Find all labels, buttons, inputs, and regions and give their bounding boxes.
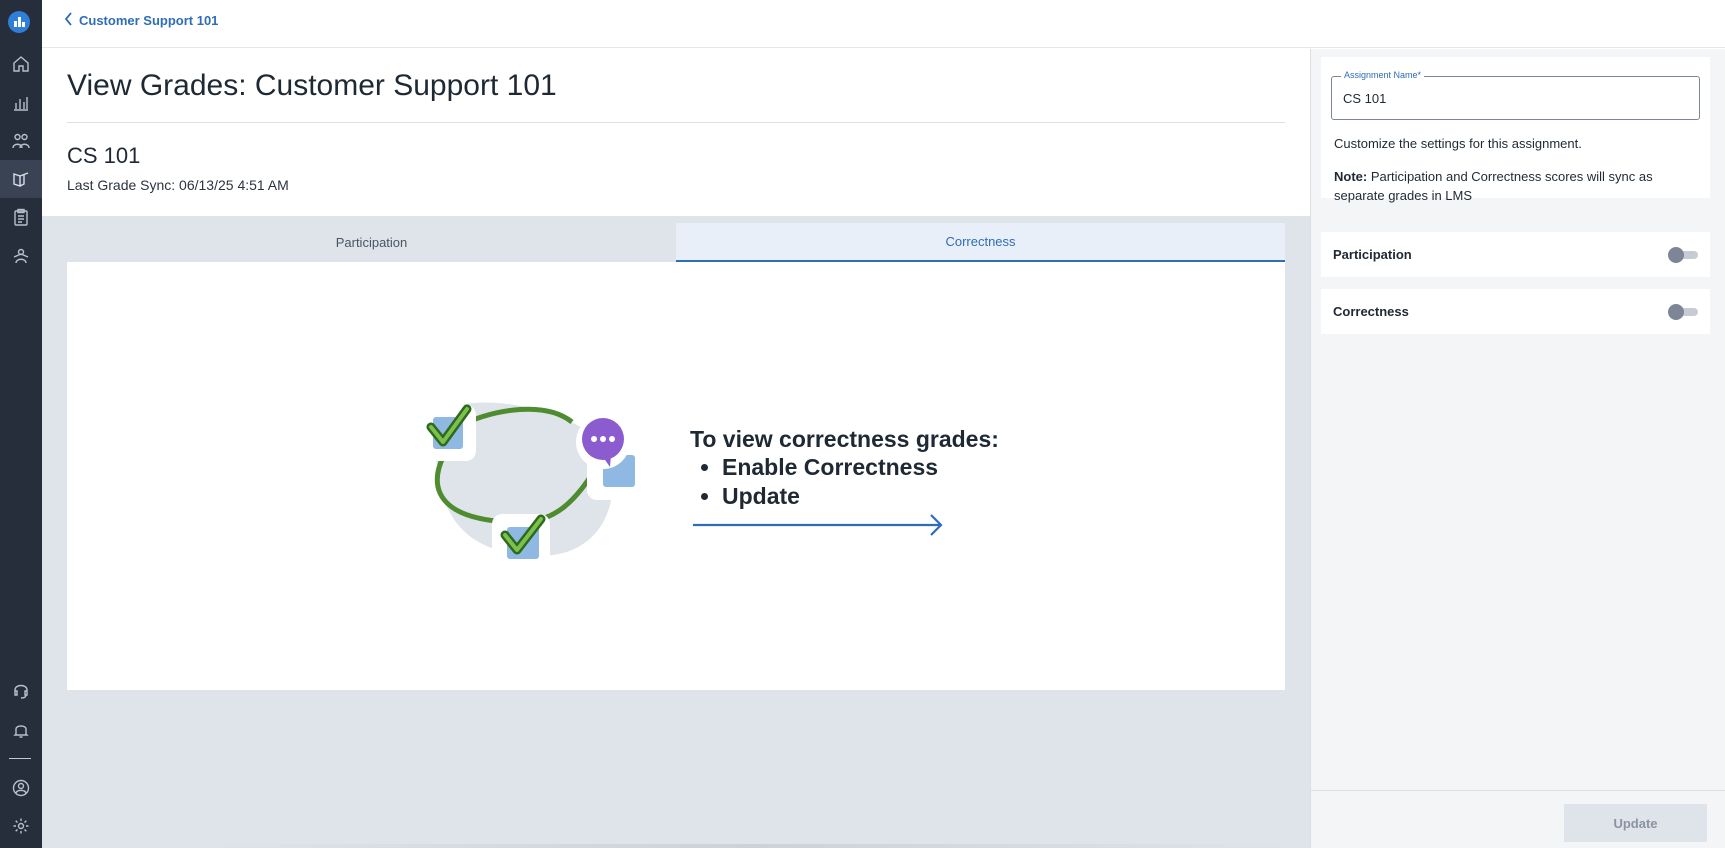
account-icon[interactable] [0, 769, 42, 807]
toggle-track [1672, 307, 1698, 316]
settings-note: Note: Participation and Correctness scor… [1334, 167, 1684, 205]
toggle-knob [1668, 246, 1684, 263]
notifications-icon[interactable] [0, 711, 42, 749]
settings-description: Customize the settings for this assignme… [1334, 136, 1582, 151]
top-bar: Customer Support 101 [42, 0, 1725, 48]
correctness-toggle-row: Correctness [1321, 289, 1710, 334]
assignment-settings-card: Assignment Name* [1321, 57, 1710, 198]
page-title: View Grades: Customer Support 101 [67, 69, 557, 102]
correctness-empty-state: To view correctness grades: Enable Corre… [67, 262, 1285, 690]
scroll-shadow [202, 844, 1302, 848]
participation-toggle-card: Participation [1321, 232, 1710, 277]
rail-divider [9, 758, 31, 759]
tab-participation[interactable]: Participation [67, 223, 676, 262]
correctness-toggle[interactable] [1668, 303, 1698, 320]
instructions: To view correctness grades: Enable Corre… [690, 426, 999, 511]
page-header: View Grades: Customer Support 101 CS 101… [42, 49, 1310, 216]
courseware-icon[interactable] [0, 160, 42, 198]
grade-tabs: Participation Correctness [67, 223, 1285, 262]
chevron-left-icon [64, 12, 73, 29]
home-icon[interactable] [0, 45, 42, 83]
assignment-settings-panel: Assignment Name* Customize the settings … [1310, 49, 1725, 848]
correctness-toggle-card: Correctness [1321, 289, 1710, 334]
participation-toggle-row: Participation [1321, 232, 1710, 277]
support-icon[interactable] [0, 672, 42, 710]
participation-toggle[interactable] [1668, 246, 1698, 263]
update-button[interactable]: Update [1564, 804, 1707, 842]
back-link[interactable]: Customer Support 101 [64, 12, 218, 29]
instructors-icon[interactable] [0, 237, 42, 275]
toggle-track [1672, 250, 1698, 259]
tab-correctness[interactable]: Correctness [676, 223, 1285, 262]
divider [67, 122, 1285, 123]
grades-illustration [407, 387, 647, 592]
toggle-knob [1668, 303, 1684, 320]
assignment-name-field[interactable]: Assignment Name* [1331, 70, 1700, 120]
note-label: Note: [1334, 169, 1368, 184]
panel-footer: Update [1311, 790, 1725, 848]
main-content: View Grades: Customer Support 101 CS 101… [42, 49, 1310, 848]
arrow-right-icon [691, 512, 947, 543]
assignment-name-input[interactable] [1343, 91, 1683, 106]
app-logo-icon[interactable] [8, 11, 30, 33]
back-link-label: Customer Support 101 [79, 13, 219, 28]
people-icon[interactable] [0, 122, 42, 160]
participation-toggle-label: Participation [1333, 247, 1412, 262]
assignments-icon[interactable] [0, 198, 42, 236]
side-navigation [0, 0, 42, 848]
instructions-list: Enable Correctness Update [722, 453, 999, 511]
instruction-step: Update [722, 482, 999, 511]
instructions-heading: To view correctness grades: [690, 426, 999, 452]
assignment-name-label: Assignment Name* [1341, 70, 1425, 80]
assignment-title: CS 101 [67, 143, 141, 168]
note-text: Participation and Correctness scores wil… [1334, 169, 1653, 203]
assignment-description: Customize the settings for this assignme… [1321, 120, 1710, 218]
correctness-toggle-label: Correctness [1333, 304, 1409, 319]
instruction-step: Enable Correctness [722, 453, 999, 482]
settings-icon[interactable] [0, 807, 42, 845]
analytics-icon[interactable] [0, 84, 42, 122]
last-grade-sync: Last Grade Sync: 06/13/25 4:51 AM [67, 177, 289, 193]
